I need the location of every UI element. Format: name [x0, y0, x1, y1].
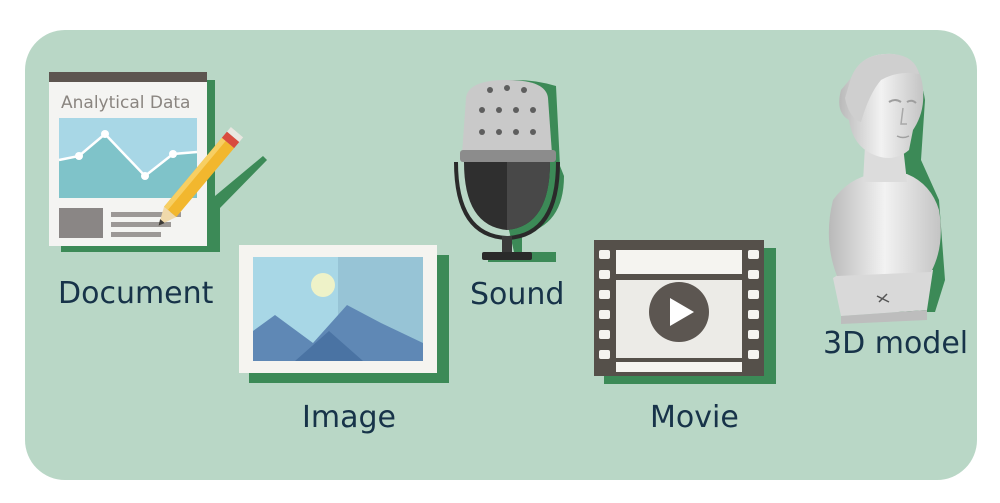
image-icon — [239, 245, 449, 383]
pencil-icon — [158, 127, 244, 226]
bust-icon — [828, 53, 945, 324]
document-sheet-title: Analytical Data — [61, 93, 190, 113]
movie-label: Movie — [650, 400, 739, 435]
film-icon — [594, 240, 776, 384]
sound-label: Sound — [470, 277, 565, 312]
play-icon — [649, 282, 709, 342]
document-label: Document — [58, 276, 214, 311]
document-icon: Analytical Data — [49, 72, 267, 252]
image-label: Image — [302, 400, 396, 435]
3d-model-label: 3D model — [823, 326, 969, 361]
microphone-icon — [454, 80, 564, 262]
